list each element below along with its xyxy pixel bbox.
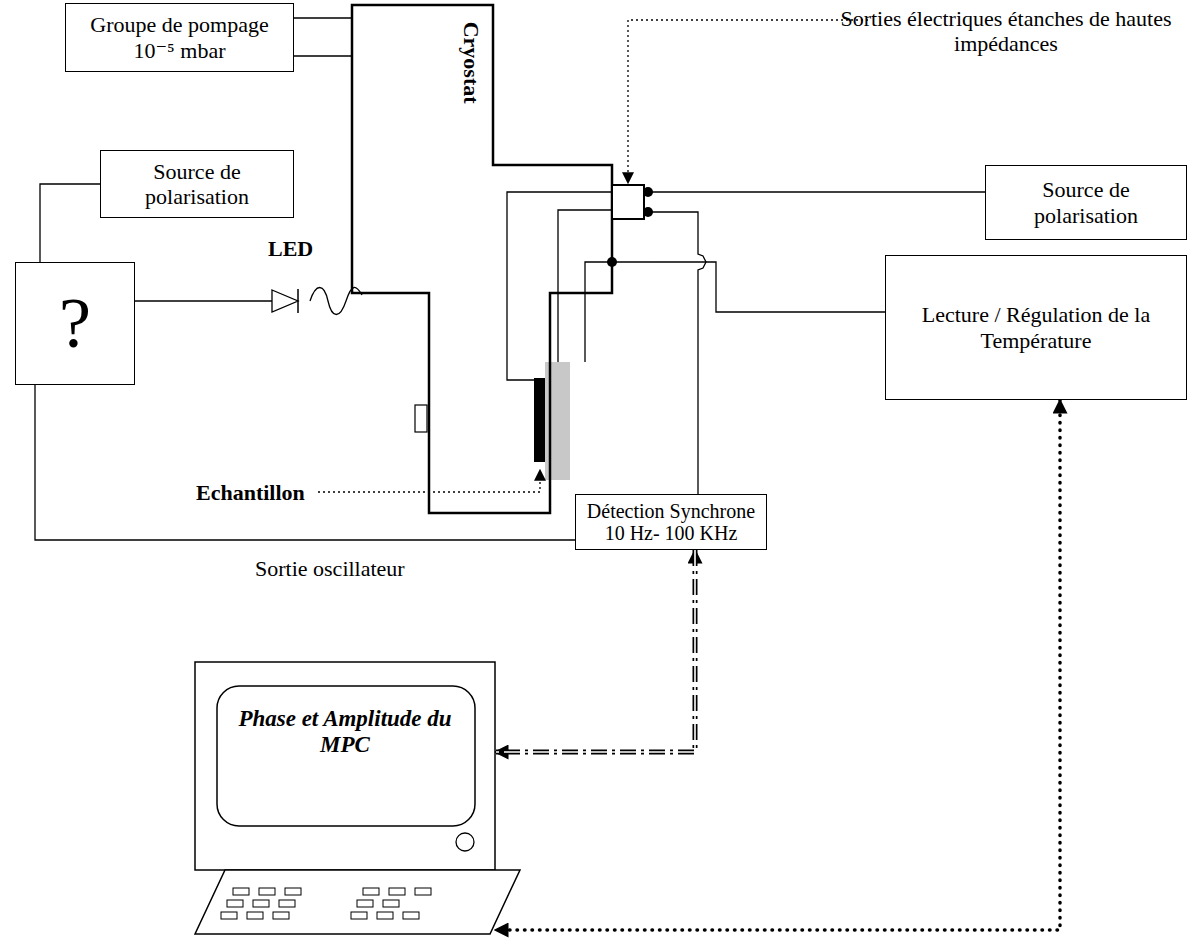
sample bbox=[534, 378, 545, 462]
computer-outline bbox=[195, 662, 525, 935]
sensor-wire bbox=[585, 262, 612, 362]
key bbox=[273, 912, 289, 919]
key bbox=[259, 888, 275, 895]
key bbox=[357, 900, 373, 907]
cryostat: Cryostat bbox=[352, 5, 652, 550]
keyboard bbox=[195, 870, 520, 934]
connector bbox=[652, 262, 885, 312]
connector bbox=[652, 212, 706, 494]
computer: Phase et Amplitude du MPC bbox=[195, 662, 495, 935]
led-wire bbox=[135, 300, 272, 301]
cryostat-outline bbox=[352, 5, 652, 550]
screen-frame bbox=[195, 662, 495, 870]
unknown-box: ? bbox=[15, 262, 135, 385]
key bbox=[383, 900, 399, 907]
screen bbox=[217, 686, 475, 826]
connector bbox=[495, 550, 695, 752]
led-symbol bbox=[297, 289, 299, 313]
node-text: Source de polarisation bbox=[992, 177, 1180, 228]
inner-wire bbox=[507, 192, 612, 380]
node-text: Groupe de pompage 10⁻⁵ mbar bbox=[72, 12, 287, 63]
node-text: Source de polarisation bbox=[107, 159, 287, 210]
key bbox=[389, 888, 405, 895]
terminal-stub bbox=[612, 261, 652, 262]
lock-in-box: Détection Synchrone 10 Hz- 100 KHz bbox=[575, 494, 767, 550]
key bbox=[351, 912, 367, 919]
key bbox=[415, 888, 431, 895]
node-text: Phase et Amplitude du MPC bbox=[225, 706, 465, 759]
key bbox=[403, 912, 419, 919]
connector-line bbox=[652, 212, 706, 494]
node-text: Lecture / Régulation de la Température bbox=[892, 302, 1180, 353]
pump-box: Groupe de pompage 10⁻⁵ mbar bbox=[65, 3, 294, 72]
key bbox=[227, 900, 243, 907]
bias-source-box: Source de polarisation bbox=[985, 165, 1187, 240]
key bbox=[221, 912, 237, 919]
sample-label: Echantillon bbox=[196, 480, 305, 505]
connector bbox=[35, 385, 575, 540]
connector bbox=[495, 400, 1060, 930]
signal-label: Sortie oscillateur bbox=[255, 556, 405, 581]
connector-line bbox=[35, 385, 575, 540]
optical-window bbox=[415, 405, 427, 432]
light-wave bbox=[310, 287, 362, 314]
feedthrough bbox=[612, 185, 644, 219]
key bbox=[233, 888, 249, 895]
inner-wire bbox=[558, 210, 612, 362]
temperature-box: Lecture / Régulation de la Température bbox=[885, 255, 1187, 400]
terminal-dot bbox=[643, 187, 653, 197]
led-label: LED bbox=[268, 236, 313, 261]
keys bbox=[221, 888, 431, 919]
node-text: Cryostat bbox=[458, 22, 483, 104]
power-button bbox=[456, 833, 474, 851]
key bbox=[285, 888, 301, 895]
connector-line bbox=[652, 191, 985, 192]
key bbox=[253, 900, 269, 907]
connector-line bbox=[495, 400, 1060, 930]
key bbox=[363, 888, 379, 895]
terminal-dot bbox=[643, 207, 653, 217]
key bbox=[247, 912, 263, 919]
cryostat-wall bbox=[352, 5, 612, 513]
node-text: ? bbox=[59, 284, 91, 363]
connector bbox=[294, 18, 352, 56]
connector-line bbox=[40, 184, 100, 262]
node-text: Détection Synchrone 10 Hz- 100 KHz bbox=[582, 500, 760, 544]
connector-line bbox=[495, 550, 695, 752]
connector-line bbox=[294, 18, 352, 56]
callout-text: Sorties électriques étanches de hautes i… bbox=[826, 6, 1186, 57]
led-symbol bbox=[272, 290, 298, 312]
connector-line bbox=[652, 262, 885, 312]
bias-source-box: Source de polarisation bbox=[100, 150, 294, 218]
terminal-dot bbox=[607, 257, 617, 267]
key bbox=[279, 900, 295, 907]
connector-inner bbox=[495, 550, 695, 752]
connector bbox=[652, 192, 985, 193]
connector bbox=[40, 184, 100, 262]
leader-line bbox=[628, 20, 868, 183]
key bbox=[377, 912, 393, 919]
